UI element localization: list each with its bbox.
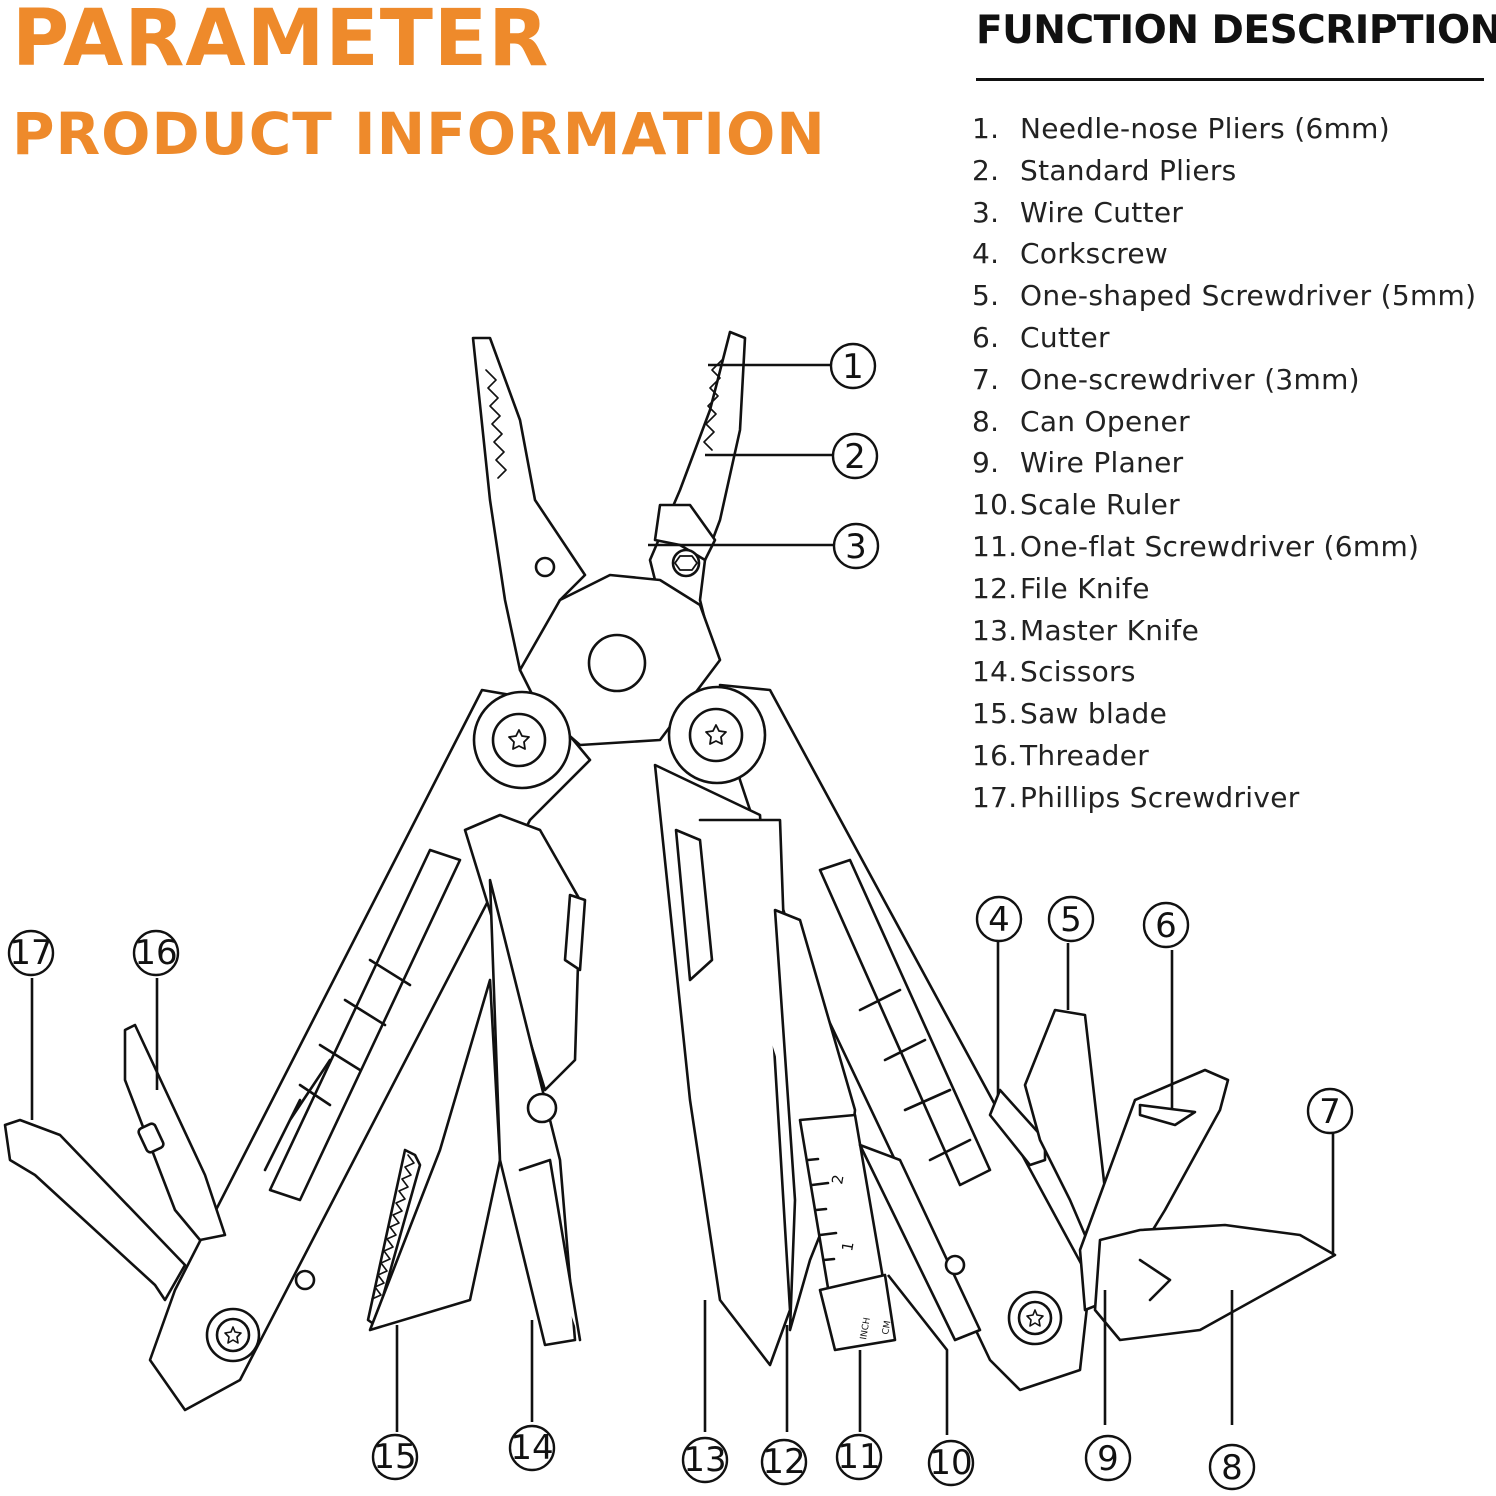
callout-6: 6 — [1142, 901, 1190, 949]
function-item: 12.File Knife — [972, 571, 1150, 605]
svg-text:8: 8 — [1221, 1448, 1243, 1488]
svg-text:15: 15 — [373, 1437, 416, 1477]
function-item: 9.Wire Planer — [972, 446, 1184, 480]
heading-divider — [976, 78, 1484, 81]
function-item: 4.Corkscrew — [972, 237, 1169, 271]
function-item: 7.One-screwdriver (3mm) — [972, 362, 1360, 396]
left-bottom-screw — [205, 1307, 261, 1363]
svg-text:7: 7 — [1319, 1092, 1341, 1132]
callout-14: 14 — [508, 1424, 556, 1472]
function-list: 1.Needle-nose Pliers (6mm) 2.Standard Pl… — [972, 108, 1476, 819]
phillips-screwdriver-blade — [3, 1118, 187, 1302]
callout-9: 9 — [1084, 1434, 1132, 1482]
function-item: 16.Threader — [972, 738, 1150, 772]
function-item: 17.Phillips Screwdriver — [972, 780, 1300, 814]
callout-8: 8 — [1208, 1443, 1256, 1491]
svg-text:11: 11 — [837, 1437, 880, 1477]
function-item: 1.Needle-nose Pliers (6mm) — [972, 112, 1390, 145]
svg-text:16: 16 — [134, 933, 177, 973]
right-handle — [718, 683, 1092, 1392]
callout-17: 17 — [7, 929, 55, 977]
callout-1: 1 — [829, 342, 877, 390]
function-item: 5.One-shaped Screwdriver (5mm) — [972, 279, 1477, 313]
svg-text:6: 6 — [1155, 906, 1177, 946]
right-bottom-screw — [1007, 1290, 1063, 1346]
svg-text:13: 13 — [683, 1440, 726, 1480]
svg-text:14: 14 — [510, 1428, 553, 1468]
function-item: 14.Scissors — [972, 655, 1136, 689]
function-description-heading: FUNCTION DESCRIPTION — [976, 8, 1496, 53]
svg-text:1: 1 — [842, 347, 864, 387]
svg-text:9: 9 — [1097, 1439, 1119, 1479]
callout-7: 7 — [1306, 1087, 1354, 1135]
callout-11: 11 — [835, 1433, 883, 1481]
function-item: 6.Cutter — [972, 320, 1110, 354]
callout-12: 12 — [760, 1438, 808, 1486]
pliers-head — [471, 330, 747, 747]
can-opener — [1093, 1223, 1337, 1342]
svg-text:2: 2 — [844, 437, 866, 477]
function-item: 8.Can Opener — [972, 404, 1190, 438]
right-pivot-screw — [667, 685, 767, 785]
product-information-subtitle: PRODUCT INFORMATION — [12, 100, 826, 168]
function-item: 2.Standard Pliers — [972, 153, 1237, 187]
leader-lines — [30, 363, 1335, 1435]
svg-text:5: 5 — [1060, 900, 1082, 940]
svg-text:4: 4 — [988, 900, 1010, 940]
saw-scissor-handle — [368, 978, 502, 1332]
svg-text:10: 10 — [929, 1443, 972, 1483]
function-item: 11.One-flat Screwdriver (6mm) — [972, 529, 1420, 563]
left-pivot-screw — [472, 690, 572, 790]
callout-5: 5 — [1047, 895, 1095, 943]
threader-blade — [123, 1023, 227, 1242]
callout-4: 4 — [975, 895, 1023, 943]
callout-13: 13 — [681, 1436, 729, 1484]
svg-text:17: 17 — [9, 933, 52, 973]
callout-15: 15 — [371, 1433, 419, 1481]
svg-text:3: 3 — [845, 527, 867, 567]
function-item: 13.Master Knife — [972, 613, 1200, 647]
one-shaped-screwdriver — [1023, 1008, 1107, 1237]
saw-blade — [366, 1148, 422, 1327]
ruler-tick-2: 2 — [828, 1173, 847, 1186]
callout-2: 2 — [831, 432, 879, 480]
ruler-unit-cm: CM — [881, 1320, 893, 1336]
callout-16: 16 — [132, 929, 180, 977]
parameter-title: PARAMETER — [12, 0, 550, 84]
function-item: 10.Scale Ruler — [972, 488, 1180, 522]
ruler-unit-inch: INCH — [859, 1317, 873, 1341]
callout-3: 3 — [832, 522, 880, 570]
ruler-tick-1: 1 — [838, 1240, 857, 1253]
scissors — [463, 813, 587, 1347]
callout-10: 10 — [927, 1439, 975, 1487]
function-item: 15.Saw blade — [972, 697, 1168, 731]
function-item: 3.Wire Cutter — [972, 195, 1184, 229]
scale-ruler — [798, 1113, 897, 1352]
svg-text:12: 12 — [762, 1442, 805, 1482]
master-knife — [653, 763, 792, 1367]
wire-planer-arm — [858, 1143, 982, 1342]
